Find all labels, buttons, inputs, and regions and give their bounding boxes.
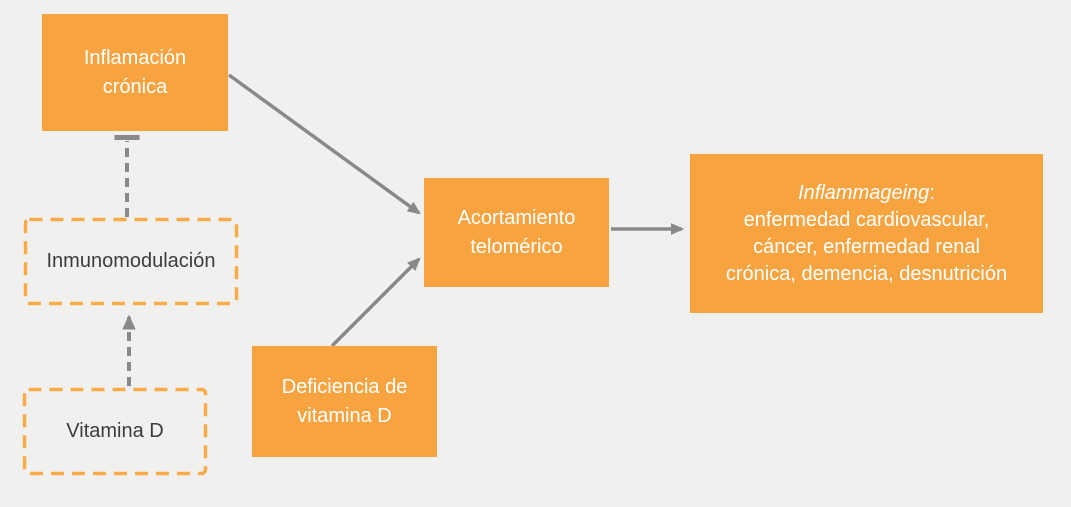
inflammageing-line-2: cáncer, enfermedad renal [753,235,980,258]
node-inflammageing: Inflammageing: enfermedad cardiovascular… [690,154,1043,313]
node-vitamina-d: Vitamina D [23,388,207,475]
node-acortamiento-telomerico: Acortamiento telomérico [424,178,609,287]
inflammageing-title: Inflammageing: [798,180,935,207]
edge-deficiencia-to-acortamiento [330,257,421,348]
inflammageing-line-3: crónica, demencia, desnutrición [725,262,1008,285]
node-acortamiento-telomerico-label: Acortamiento telomérico [457,206,576,258]
edge-inflamacion-to-acortamiento [227,73,421,215]
node-inmunomodulacion-label: Inmunomodulación [46,250,216,272]
node-deficiencia-vitamina-d-label: Deficiencia de vitamina D [281,375,408,427]
node-inflamacion-cronica-label: Inflamación crónica [83,46,187,98]
inflammageing-title-colon: : [929,181,935,204]
vitamina-d-box-border [22,387,208,476]
node-deficiencia-vitamina-d: Deficiencia de vitamina D [252,346,437,457]
inflammageing-title-word: Inflammageing [798,181,930,204]
node-vitamina-d-label: Vitamina D [66,420,164,442]
node-inmunomodulacion: Inmunomodulación [24,218,238,305]
inflammageing-line-1: enfermedad cardiovascular, [743,208,990,231]
node-inflamacion-cronica: Inflamación crónica [42,14,228,131]
